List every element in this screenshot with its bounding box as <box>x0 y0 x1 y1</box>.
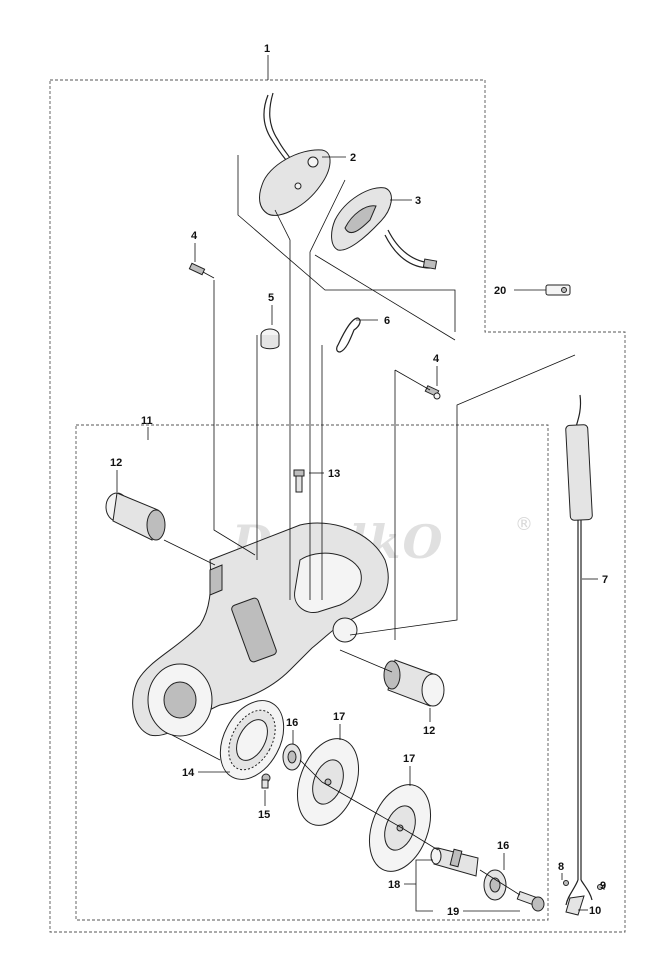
part-sleeve-left <box>105 492 166 541</box>
callout-3: 3 <box>415 195 421 207</box>
callout-20: 20 <box>494 285 506 297</box>
callout-labels: 1 2 3 4 5 6 4 7 8 9 10 11 12 13 12 14 15… <box>110 43 608 918</box>
part-screw-right <box>424 385 441 400</box>
callout-4a: 4 <box>191 230 198 242</box>
part-washer-upper <box>282 743 302 771</box>
callout-5: 5 <box>268 292 274 304</box>
callout-2: 2 <box>350 152 356 164</box>
callout-15: 15 <box>258 809 270 821</box>
part-cable-clip <box>545 284 571 296</box>
callout-9: 9 <box>600 880 606 892</box>
callout-16a: 16 <box>286 717 298 729</box>
callout-6: 6 <box>384 315 390 327</box>
callout-17b: 17 <box>403 753 415 765</box>
part-spring <box>336 317 361 353</box>
part-throttle-plate <box>331 187 438 270</box>
part-washer-lower <box>483 869 507 901</box>
callout-leaders <box>116 55 605 912</box>
assembly-guide-lines <box>163 155 576 896</box>
part-bolt <box>516 890 545 912</box>
callout-18: 18 <box>388 879 400 891</box>
callout-12b: 12 <box>423 725 435 737</box>
callout-12a: 12 <box>110 457 122 469</box>
part-throttle-cable <box>563 394 603 916</box>
callout-10: 10 <box>589 905 601 917</box>
assembly-frame-outer <box>49 79 626 933</box>
callout-19: 19 <box>447 906 459 918</box>
callout-16b: 16 <box>497 840 509 852</box>
callout-17a: 17 <box>333 711 345 723</box>
part-handle-bracket <box>132 522 389 737</box>
part-disc-upper <box>297 738 359 826</box>
svg-text:®: ® <box>515 514 533 535</box>
callout-4b: 4 <box>433 353 440 365</box>
part-screw-13 <box>293 469 305 493</box>
part-plug <box>260 328 280 350</box>
assembly-frame-inner <box>75 424 549 921</box>
callout-14: 14 <box>182 767 195 779</box>
part-switch-housing <box>259 92 331 216</box>
part-disc-lower <box>369 784 431 872</box>
callout-11: 11 <box>141 415 153 427</box>
callout-13: 13 <box>328 468 340 480</box>
callout-7: 7 <box>602 574 608 586</box>
part-spacer-shaft <box>430 847 479 877</box>
callout-8: 8 <box>558 861 564 873</box>
callout-1: 1 <box>264 43 270 55</box>
part-screw-15 <box>261 773 271 789</box>
part-ratchet-disc <box>219 700 285 780</box>
part-screw-upper <box>188 262 215 279</box>
part-sleeve-right <box>383 659 445 707</box>
